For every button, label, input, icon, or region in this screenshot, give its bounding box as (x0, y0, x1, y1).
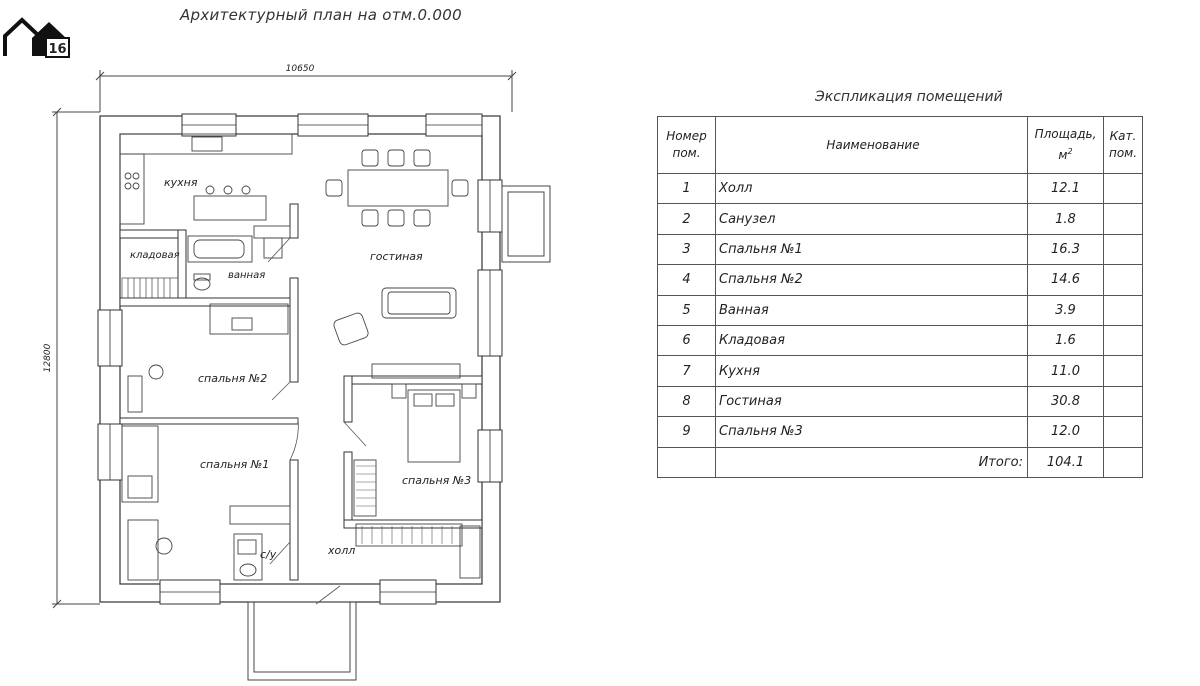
row-category (1103, 355, 1143, 387)
table-row: 9 Спальня №3 12.0 (657, 416, 1143, 448)
dim-width-label: 10650 (286, 64, 315, 74)
row-area: 1.8 (1027, 203, 1104, 235)
row-name: Санузел (715, 203, 1028, 235)
room-label-bath: ванная (228, 270, 265, 281)
table-row: 1 Холл 12.1 (657, 172, 1143, 205)
table-row: 2 Санузел 1.8 (657, 203, 1143, 235)
row-area: 11.0 (1027, 355, 1104, 387)
room-label-kitchen: кухня (164, 176, 198, 189)
row-num: 4 (657, 264, 716, 296)
table-total-row: Итого: 104.1 (657, 446, 1143, 478)
room-label-bedroom1: спальня №1 (200, 458, 269, 471)
row-area: 14.6 (1027, 264, 1104, 296)
row-name: Гостиная (715, 385, 1028, 418)
row-area: 12.1 (1027, 172, 1104, 205)
explication-title: Экспликация помещений (815, 89, 1003, 105)
total-category (1103, 446, 1143, 478)
row-num: 3 (657, 233, 716, 266)
row-category (1103, 264, 1143, 296)
row-num: 8 (657, 385, 716, 418)
row-name: Кладовая (715, 324, 1028, 357)
table-row: 3 Спальня №1 16.3 (657, 233, 1143, 266)
row-name: Спальня №3 (715, 416, 1028, 448)
room-label-bedroom3: спальня №3 (402, 474, 471, 487)
floor-plan: 10650 12800 (43, 64, 551, 681)
row-num: 1 (657, 172, 716, 205)
room-label-bedroom2: спальня №2 (198, 372, 267, 385)
header-area: Площадь,м2 (1027, 116, 1104, 174)
row-name: Ванная (715, 294, 1028, 326)
header-category: Кат.пом. (1103, 116, 1143, 174)
row-num: 5 (657, 294, 716, 326)
table-row: 8 Гостиная 30.8 (657, 385, 1143, 418)
row-category (1103, 233, 1143, 266)
row-area: 30.8 (1027, 385, 1104, 418)
table-row: 4 Спальня №2 14.6 (657, 264, 1143, 296)
logo-badge: 16 (48, 42, 66, 57)
table-row: 5 Ванная 3.9 (657, 294, 1143, 326)
row-area: 3.9 (1027, 294, 1104, 326)
room-label-wc: с/у (260, 548, 277, 561)
row-category (1103, 385, 1143, 418)
table-row: 6 Кладовая 1.6 (657, 324, 1143, 357)
row-category (1103, 172, 1143, 205)
header-name: Наименование (715, 116, 1028, 174)
row-area: 1.6 (1027, 324, 1104, 357)
dim-height-label: 12800 (43, 343, 53, 372)
row-num: 2 (657, 203, 716, 235)
room-label-hall: холл (327, 544, 355, 557)
row-num: 6 (657, 324, 716, 357)
house-logo-icon: 16 (2, 17, 70, 58)
total-label: Итого: (715, 446, 1028, 478)
row-area: 12.0 (1027, 416, 1104, 448)
table-row: 7 Кухня 11.0 (657, 355, 1143, 387)
total-empty (657, 446, 716, 478)
room-label-pantry: кладовая (130, 250, 180, 261)
row-category (1103, 324, 1143, 357)
row-category (1103, 294, 1143, 326)
total-value: 104.1 (1027, 446, 1104, 478)
row-name: Спальня №2 (715, 264, 1028, 296)
plan-title: Архитектурный план на отм.0.000 (180, 6, 462, 24)
row-name: Холл (715, 172, 1028, 205)
row-area: 16.3 (1027, 233, 1104, 266)
row-name: Кухня (715, 355, 1028, 387)
room-label-living: гостиная (370, 250, 423, 263)
row-name: Спальня №1 (715, 233, 1028, 266)
row-category (1103, 203, 1143, 235)
row-category (1103, 416, 1143, 448)
row-num: 7 (657, 355, 716, 387)
row-num: 9 (657, 416, 716, 448)
